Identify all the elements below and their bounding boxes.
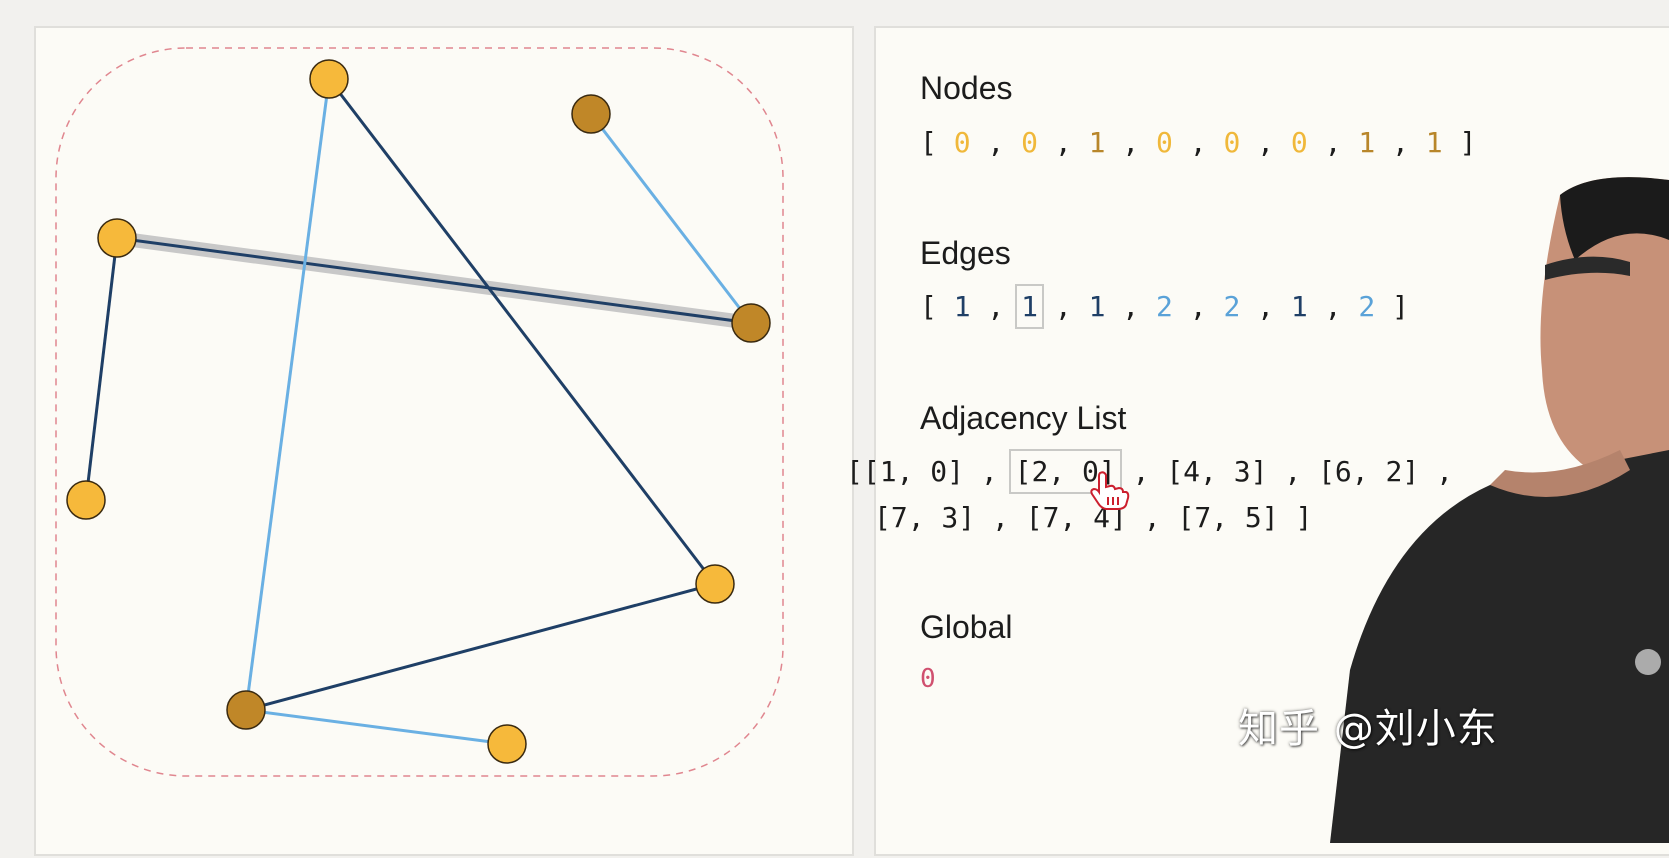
separator: ,: [1375, 126, 1426, 159]
node-0[interactable]: [97, 218, 137, 258]
hand-pointer-icon: [1090, 471, 1130, 510]
node-6[interactable]: [571, 94, 611, 134]
node-3[interactable]: [309, 59, 349, 99]
separator: ,: [1105, 126, 1157, 159]
node-value-3: 0: [1156, 126, 1173, 159]
edge-value-5: 1: [1290, 290, 1308, 323]
edge-7-5[interactable]: [245, 708, 508, 746]
node-value-0: 0: [953, 126, 971, 159]
bracket-close: ]: [1442, 126, 1477, 159]
node-layer: [66, 59, 771, 764]
edge-value-2: 1: [1088, 290, 1106, 323]
node-2[interactable]: [731, 303, 771, 343]
edge-2-0[interactable]: [116, 236, 752, 325]
separator: ,: [1240, 290, 1291, 323]
edges-title: Edges: [920, 235, 1011, 271]
global-value: 0: [920, 664, 936, 694]
adjacency-entry-1: [2, 0]: [1008, 449, 1122, 494]
node-7[interactable]: [226, 690, 266, 730]
separator: ,: [1038, 290, 1089, 323]
separator: ,: [1240, 126, 1291, 159]
edge-4-3[interactable]: [327, 78, 717, 585]
separator: ,: [1172, 126, 1224, 159]
bracket-open: [: [920, 126, 954, 159]
watermark: 知乎 @刘小东: [1238, 706, 1498, 752]
bracket-open: [: [846, 455, 863, 488]
edge-layer: [84, 78, 758, 746]
separator: ,: [1307, 126, 1359, 159]
bracket-close: ]: [1278, 501, 1313, 534]
separator: ,: [1419, 455, 1470, 488]
graph-panel: [34, 26, 854, 856]
separator: ,: [970, 290, 1022, 323]
edge-value-4: 2: [1223, 290, 1241, 323]
edge-value-3: 2: [1156, 290, 1173, 323]
graph-canvas: [55, 47, 784, 777]
edge-value-6: 2: [1358, 290, 1376, 323]
separator: ,: [975, 501, 1026, 534]
edges-array: [ 1 , 1 , 1 , 2 , 2 , 1 , 2 ]: [920, 284, 1409, 329]
separator: ,: [1267, 455, 1319, 488]
separator: ,: [1307, 290, 1359, 323]
edge-7-4[interactable]: [245, 582, 716, 712]
node-1[interactable]: [66, 480, 106, 520]
adjacency-entry-3: [6, 2]: [1318, 455, 1420, 488]
node-value-7: 1: [1425, 126, 1443, 159]
separator: ,: [1038, 126, 1089, 159]
node-value-5: 0: [1290, 126, 1308, 159]
edge-1-0[interactable]: [84, 237, 119, 501]
separator: ,: [1126, 501, 1178, 534]
adjacency-row-1: [[1, 0] , [2, 0] , [4, 3] , [6, 2] ,: [846, 449, 1470, 494]
presenter-figure: [1330, 177, 1669, 843]
separator: ,: [964, 455, 1015, 488]
edge-7-3[interactable]: [244, 78, 331, 711]
global-title: Global: [920, 609, 1013, 645]
separator: ,: [1105, 290, 1157, 323]
adjacency-title: Adjacency List: [920, 400, 1127, 436]
node-value-6: 1: [1358, 126, 1376, 159]
bracket-open: [: [920, 290, 954, 323]
node-5[interactable]: [487, 724, 527, 764]
separator: ,: [970, 126, 1022, 159]
adjacency-entry-0: [1, 0]: [862, 455, 965, 488]
nodes-array: [ 0 , 0 , 1 , 0 , 0 , 0 , 1 , 1 ]: [920, 126, 1476, 159]
nodes-title: Nodes: [920, 70, 1013, 106]
node-value-4: 0: [1223, 126, 1241, 159]
separator: ,: [1115, 455, 1167, 488]
bracket-close: ]: [1375, 290, 1409, 323]
edge-value-0: 1: [953, 290, 971, 323]
separator: ,: [1172, 290, 1224, 323]
adjacency-row-2: [7, 3] , [7, 4] , [7, 5] ]: [874, 501, 1312, 534]
adjacency-entry-6: [7, 5]: [1177, 501, 1279, 534]
edge-value-1: 1: [1015, 284, 1044, 329]
adjacency-entry-2: [4, 3]: [1166, 455, 1268, 488]
graph-boundary: [55, 47, 784, 777]
edge-6-2[interactable]: [589, 113, 753, 324]
node-value-2: 1: [1088, 126, 1106, 159]
node-4[interactable]: [695, 564, 735, 604]
node-value-1: 0: [1021, 126, 1039, 159]
adjacency-entry-4: [7, 3]: [874, 501, 976, 534]
